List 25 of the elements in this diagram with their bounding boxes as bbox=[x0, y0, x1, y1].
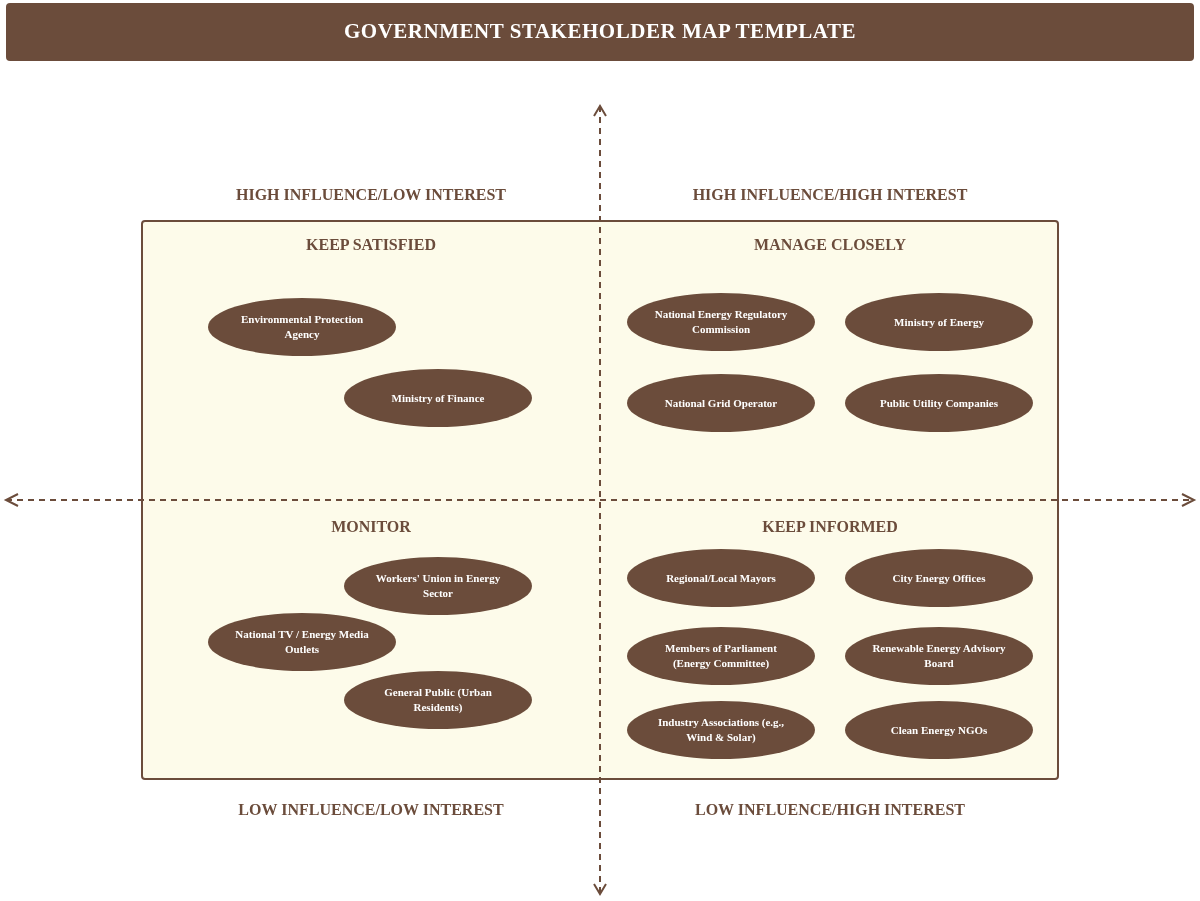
quadrant-label: HIGH INFLUENCE/HIGH INTEREST bbox=[692, 185, 968, 205]
section-heading: MANAGE CLOSELY bbox=[754, 235, 906, 255]
quadrant-label: HIGH INFLUENCE/LOW INTEREST bbox=[236, 185, 506, 205]
stakeholder-name: Environmental Protection Agency bbox=[239, 312, 365, 342]
stakeholder-name: City Energy Offices bbox=[892, 570, 986, 586]
section-heading: KEEP SATISFIED bbox=[306, 235, 436, 255]
stakeholder-name: Renewable Energy Advisory Board bbox=[871, 641, 1007, 671]
stakeholder-name: Members of Parliament (Energy Committee) bbox=[664, 641, 778, 671]
quadrant-panel bbox=[141, 220, 1059, 780]
stakeholder-name: National TV / Energy Media Outlets bbox=[234, 627, 370, 657]
stakeholder-name: National Energy Regulatory Commission bbox=[653, 307, 789, 337]
quadrant-label: LOW INFLUENCE/LOW INTEREST bbox=[238, 800, 504, 820]
stakeholder-name: Public Utility Companies bbox=[880, 395, 998, 411]
stakeholder-name: Ministry of Energy bbox=[894, 314, 984, 330]
stakeholder-name: Ministry of Finance bbox=[391, 390, 485, 406]
section-heading: MONITOR bbox=[331, 517, 411, 537]
stakeholder-name: General Public (Urban Residents) bbox=[383, 685, 493, 715]
title-bar: GOVERNMENT STAKEHOLDER MAP TEMPLATE bbox=[6, 3, 1194, 61]
stakeholder-name: Clean Energy NGOs bbox=[890, 722, 988, 738]
stakeholder-name: National Grid Operator bbox=[664, 395, 778, 411]
section-heading: KEEP INFORMED bbox=[762, 517, 898, 537]
stakeholder-name: Industry Associations (e.g., Wind & Solar) bbox=[656, 715, 786, 745]
stakeholder-name: Workers' Union in Energy Sector bbox=[374, 571, 502, 601]
stakeholder-name: Regional/Local Mayors bbox=[666, 570, 776, 586]
quadrant-label: LOW INFLUENCE/HIGH INTEREST bbox=[695, 800, 965, 820]
